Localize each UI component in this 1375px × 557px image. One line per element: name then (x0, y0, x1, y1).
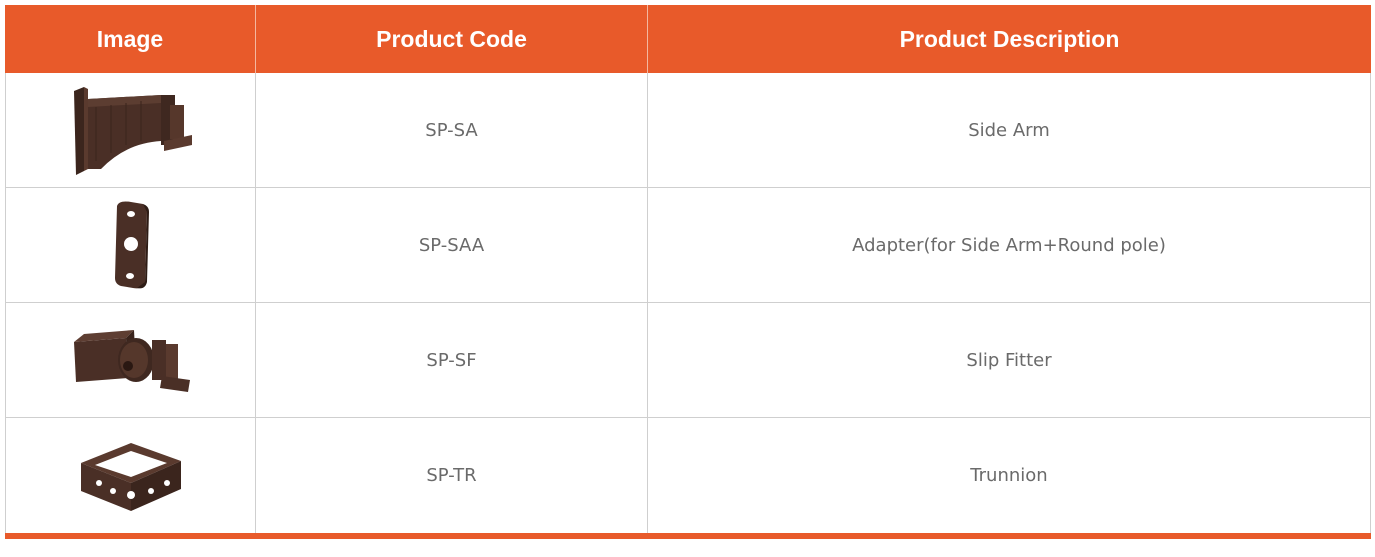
table-footer-bar (5, 533, 1371, 539)
product-code: SP-SA (255, 73, 647, 187)
header-product-description: Product Description (647, 5, 1371, 73)
product-image-cell (5, 188, 255, 302)
product-image-cell (5, 303, 255, 417)
table-row: SP-SAA Adapter(for Side Arm+Round pole) (5, 188, 1371, 303)
product-description: Trunnion (647, 418, 1371, 533)
trunnion-bracket-icon (80, 443, 181, 511)
table-header: Image Product Code Product Description (5, 5, 1371, 73)
header-product-code: Product Code (255, 5, 647, 73)
table-row: SP-SA Side Arm (5, 73, 1371, 188)
product-code: SP-SF (255, 303, 647, 417)
table-body: SP-SA Side Arm SP-SAA Adapter(for Side A… (5, 73, 1371, 533)
table-row: SP-TR Trunnion (5, 418, 1371, 533)
product-image-cell (5, 418, 255, 533)
table-row: SP-SF Slip Fitter (5, 303, 1371, 418)
product-image-cell (5, 73, 255, 187)
product-table: Image Product Code Product Description (5, 5, 1371, 550)
product-code: SP-TR (255, 418, 647, 533)
product-description: Adapter(for Side Arm+Round pole) (647, 188, 1371, 302)
side-arm-bracket-icon (73, 86, 192, 175)
product-description: Side Arm (647, 73, 1371, 187)
product-description: Slip Fitter (647, 303, 1371, 417)
adapter-plate-icon (114, 201, 149, 288)
header-image: Image (96, 25, 164, 52)
slip-fitter-icon (73, 330, 190, 392)
product-code: SP-SAA (255, 188, 647, 302)
